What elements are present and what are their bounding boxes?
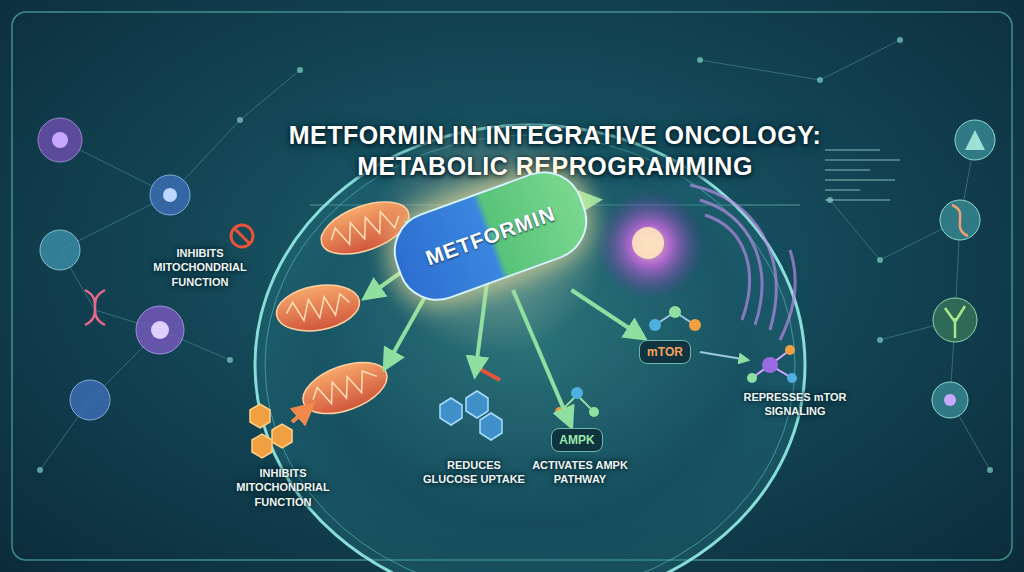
effect-label: INHIBITS MITOCHONDRIAL FUNCTION <box>227 466 339 509</box>
effect-label: REPRESSES mTOR SIGNALING <box>741 390 849 419</box>
pathway-chip: mTOR <box>639 340 691 364</box>
activation-arrow <box>571 290 643 338</box>
node-label: mTOR <box>647 345 683 359</box>
pathway-chip: AMPK <box>551 428 603 452</box>
node-label: AMPK <box>559 433 594 447</box>
effect-label: ACTIVATES AMPK PATHWAY <box>528 458 632 487</box>
effect-label: INHIBITS MITOCHONDRIAL FUNCTION <box>144 246 256 289</box>
activation-arrow <box>513 290 571 426</box>
effect-label: REDUCES GLUCOSE UPTAKE <box>422 458 526 487</box>
node-label: METFORMIN <box>422 201 558 270</box>
